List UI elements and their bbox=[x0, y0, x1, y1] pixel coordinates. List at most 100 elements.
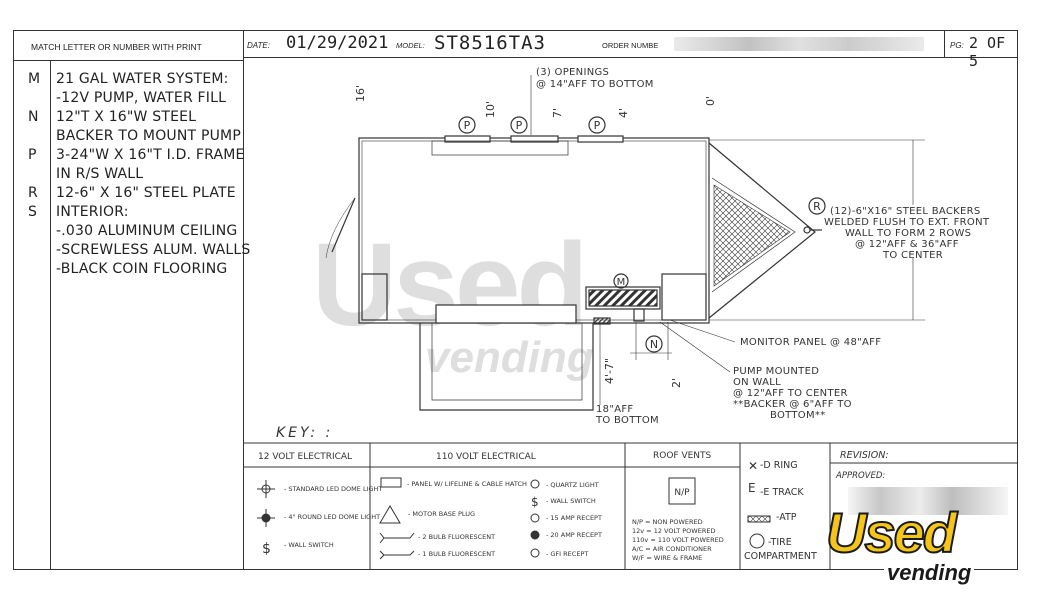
roof-legend-2: 12v = 12 VOLT POWERED bbox=[632, 527, 715, 535]
wall-switch-110-icon: $ bbox=[531, 495, 539, 509]
key-col-12v: 12 VOLT ELECTRICAL bbox=[258, 452, 352, 462]
note-m-line2: -12V PUMP, WATER FILL bbox=[56, 90, 227, 106]
key-12v-item2: - 4" ROUND LED DOME LIGHT bbox=[284, 513, 380, 521]
note-texts: 21 GAL WATER SYSTEM: -12V PUMP, WATER FI… bbox=[56, 70, 250, 279]
approved-label: APPROVED: bbox=[835, 471, 885, 481]
note-s-line3: -SCREWLESS ALUM. WALLS bbox=[56, 242, 251, 258]
key-title: KEY: : bbox=[276, 425, 333, 441]
roof-legend-1: N/P = NON POWERED bbox=[632, 518, 703, 526]
drawing-sheet: MATCH LETTER OR NUMBER WITH PRINT DATE: … bbox=[13, 30, 1018, 570]
20amp-icon bbox=[530, 530, 540, 540]
d-ring-icon: ✕ bbox=[748, 459, 758, 473]
fluorescent-1-icon bbox=[379, 550, 415, 560]
logo-vending: vending bbox=[884, 562, 975, 584]
motor-plug-icon bbox=[379, 505, 401, 524]
marker-p-2 bbox=[510, 116, 528, 134]
pump-line4: **BACKER @ 6"AFF TO bbox=[733, 399, 852, 410]
np-box-label: N/P bbox=[674, 488, 690, 498]
marker-p-1 bbox=[458, 116, 476, 134]
marker-r-label: R bbox=[813, 200, 821, 213]
model-label: MODEL: bbox=[396, 41, 425, 50]
roof-legend-4: A/C = AIR CONDITIONER bbox=[632, 545, 712, 553]
wall-switch-icon: $ bbox=[262, 541, 271, 557]
key-110v-r2: - WALL SWITCH bbox=[546, 497, 596, 505]
opening-2 bbox=[510, 135, 559, 143]
date-value: 01/29/2021 bbox=[286, 33, 389, 53]
note-letter-m: M bbox=[28, 71, 41, 87]
marker-p-3 bbox=[588, 116, 606, 134]
note-letter-r: R bbox=[28, 185, 38, 201]
rear-left-box bbox=[361, 273, 388, 321]
gfi-icon bbox=[530, 548, 540, 558]
dim-0: 0' bbox=[704, 96, 717, 106]
pump-line3: @ 12"AFF TO CENTER bbox=[733, 388, 848, 399]
watermark-vending: vending bbox=[425, 333, 594, 382]
opening-3 bbox=[577, 135, 624, 143]
left-panel-divider bbox=[243, 31, 244, 569]
marker-p-3-label: P bbox=[594, 119, 601, 132]
np-box bbox=[668, 477, 696, 505]
openings-line1: (3) OPENINGS bbox=[536, 67, 609, 78]
backers-line3: WALL TO FORM 2 ROWS bbox=[845, 228, 971, 239]
key-110v-item1: - PANEL W/ LIFELINE & CABLE HATCH bbox=[407, 480, 527, 488]
marker-p-1-label: P bbox=[464, 119, 471, 132]
marker-m-label: M bbox=[617, 277, 626, 288]
tongue-crosshatch bbox=[713, 184, 791, 287]
monitor-panel-label: MONITOR PANEL @ 48"AFF bbox=[740, 337, 881, 348]
pump-line5: BOTTOM** bbox=[770, 410, 826, 421]
dim-2: 2' bbox=[670, 378, 683, 388]
e-track-icon: E bbox=[748, 481, 756, 495]
backers-line2: WELDED FLUSH TO EXT. FRONT bbox=[824, 217, 990, 228]
water-tank bbox=[585, 286, 661, 310]
page-label: PG: bbox=[950, 41, 964, 50]
key-110v-r1: - QUARTZ LIGHT bbox=[546, 481, 599, 489]
panel-icon bbox=[380, 477, 402, 488]
note-p-line1: 3-24"W X 16"T I.D. FRAME bbox=[56, 147, 245, 163]
atp-icon bbox=[747, 515, 771, 523]
aff18-line2: TO BOTTOM bbox=[595, 415, 659, 426]
key-110v-item2: - MOTOR BASE PLUG bbox=[408, 510, 475, 518]
backers-line5: TO CENTER bbox=[882, 250, 943, 261]
note-letter-p: P bbox=[28, 147, 37, 163]
note-r-line1: 12-6" X 16" STEEL PLATE bbox=[56, 185, 236, 201]
model-value: ST8516TA3 bbox=[434, 32, 546, 54]
marker-p-2-label: P bbox=[516, 119, 523, 132]
pump-line2: ON WALL bbox=[733, 377, 781, 388]
tire-icon bbox=[749, 533, 765, 549]
pump-box bbox=[633, 308, 645, 322]
order-label: ORDER NUMBE bbox=[602, 41, 659, 50]
e-track-label: -E TRACK bbox=[760, 487, 804, 498]
atp-label: -ATP bbox=[776, 512, 797, 523]
key-110v-r5: - GFI RECEPT bbox=[546, 550, 588, 558]
opening-1 bbox=[444, 135, 491, 143]
note-letter-s: S bbox=[28, 204, 38, 220]
15amp-icon bbox=[530, 513, 540, 523]
openings-line2: @ 14"AFF TO BOTTOM bbox=[536, 79, 654, 90]
letter-column-divider bbox=[50, 60, 51, 569]
key-12v-item3: - WALL SWITCH bbox=[284, 541, 334, 549]
note-n-line1: 12"T X 16"W STEEL bbox=[56, 109, 197, 125]
note-p-line2: IN R/S WALL bbox=[56, 166, 144, 182]
tire-label: -TIRE bbox=[768, 537, 792, 548]
roof-legend-3: 110v = 110 VOLT POWERED bbox=[632, 536, 724, 544]
header-rule-left bbox=[14, 60, 243, 61]
note-m-line1: 21 GAL WATER SYSTEM: bbox=[56, 71, 229, 87]
compartment-label: COMPARTMENT bbox=[744, 551, 817, 562]
header-rule-right bbox=[243, 57, 1018, 58]
dim-16: 16' bbox=[354, 85, 367, 102]
note-letters: M N P R S bbox=[28, 70, 40, 222]
marker-n-label: N bbox=[650, 338, 658, 351]
key-col-110v: 110 VOLT ELECTRICAL bbox=[436, 452, 536, 462]
note-s-line4: -BLACK COIN FLOORING bbox=[56, 261, 228, 277]
note-letter-n: N bbox=[28, 109, 39, 125]
note-n-line2: BACKER TO MOUNT PUMP bbox=[56, 128, 241, 144]
dim-10: 10' bbox=[484, 101, 497, 118]
marker-r bbox=[808, 197, 826, 215]
page-value: 2 OF 5 bbox=[969, 34, 1006, 70]
key-110v-r4: - 20 AMP RECEPT bbox=[546, 531, 602, 539]
front-right-box bbox=[661, 273, 707, 321]
ramp-door bbox=[419, 323, 594, 411]
door-swing bbox=[331, 197, 356, 253]
backers-line4: @ 12"AFF & 36"AFF bbox=[855, 239, 959, 250]
approver-redacted bbox=[848, 487, 1008, 515]
